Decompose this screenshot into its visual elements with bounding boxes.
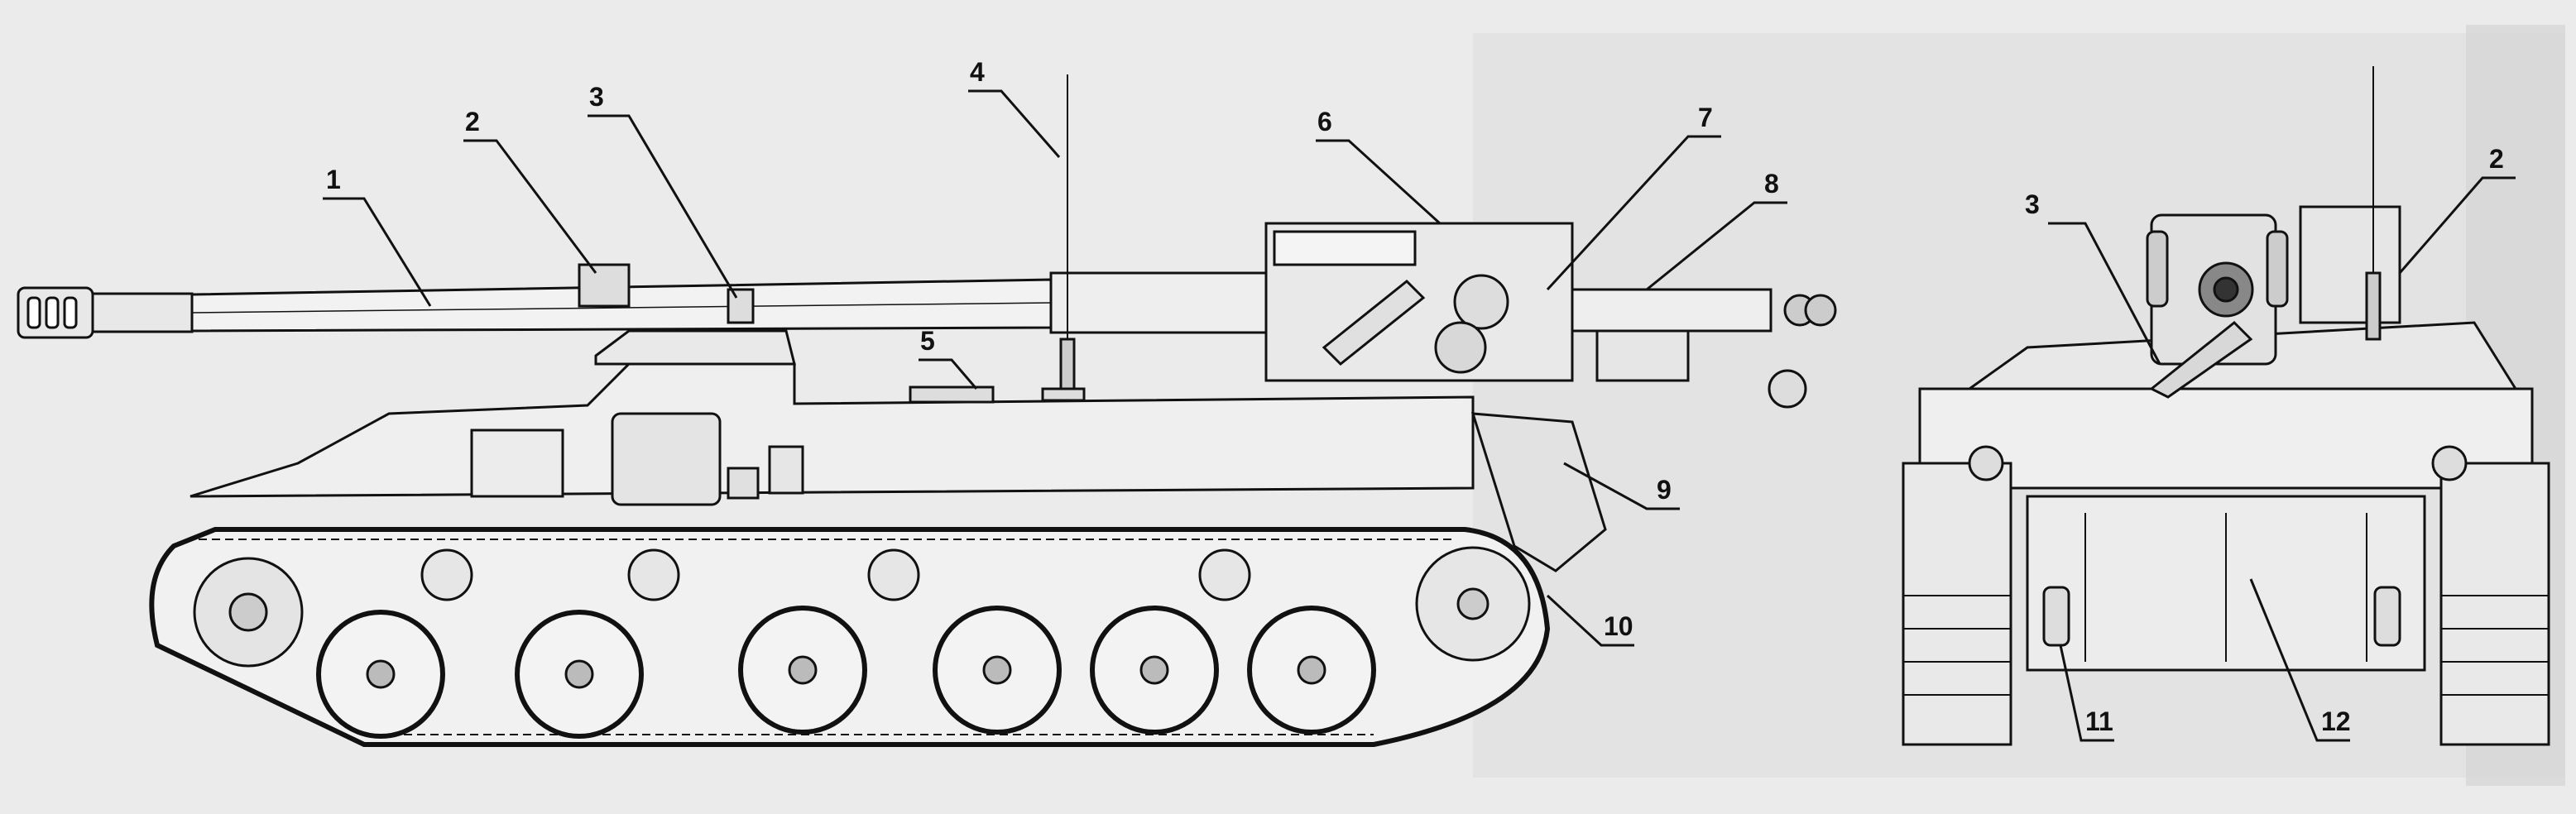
callout-label: 2 — [2489, 144, 2504, 174]
right-track — [2439, 462, 2550, 746]
rear-hull — [1918, 387, 2534, 490]
callout-label: 10 — [1604, 611, 1633, 641]
callout-label: 11 — [2085, 706, 2113, 736]
side-view — [17, 74, 1837, 747]
sight-and-antenna — [578, 74, 1076, 390]
callout-label: 4 — [970, 57, 985, 87]
callout-labels: 1 2 3 4 5 6 7 8 9 10 2 3 11 12 — [326, 57, 2504, 736]
callout-label: 8 — [1764, 169, 1779, 199]
leader-lines — [323, 89, 1787, 647]
callout-label: 9 — [1657, 475, 1672, 505]
leader-lines-rear — [2048, 176, 2516, 742]
road-wheels — [316, 606, 1376, 739]
callout-label: 12 — [2321, 706, 2351, 736]
callout-label: 2 — [465, 107, 480, 136]
left-track — [1902, 462, 2012, 746]
hull — [189, 329, 1475, 506]
return-rollers — [420, 548, 1251, 601]
rear-view — [1902, 66, 2550, 746]
callout-label: 5 — [920, 326, 935, 356]
gun-mount — [1264, 222, 1837, 409]
callout-label: 1 — [326, 165, 341, 194]
rear-gun-breech — [2146, 213, 2289, 399]
callout-label: 6 — [1317, 107, 1332, 136]
callout-label: 7 — [1698, 103, 1713, 132]
callout-label: 3 — [589, 82, 604, 112]
rear-spade — [1470, 412, 1607, 572]
callout-label: 3 — [2025, 189, 2040, 219]
